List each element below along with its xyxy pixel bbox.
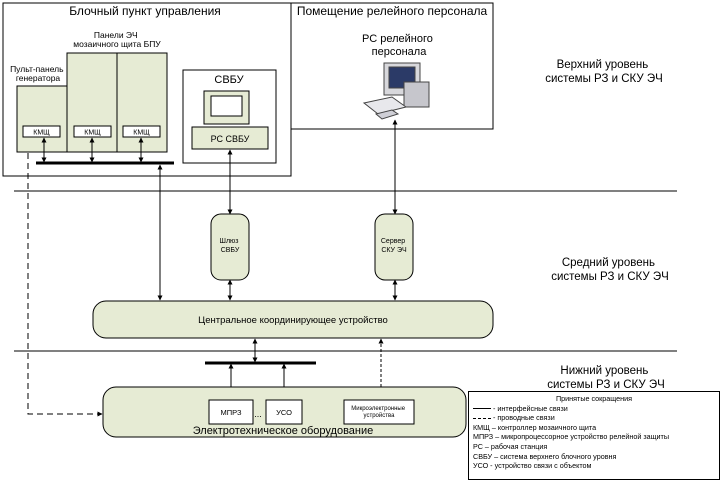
- rs-relay-label: РС релейного персонала: [362, 33, 436, 58]
- central-coordinator-label: Центральное координирующее устройство: [198, 315, 388, 326]
- middle-level-label-line1: Средний уровень: [562, 257, 655, 269]
- rs-relay-label-line2: персонала: [372, 46, 428, 58]
- rs-svbu-box: [191, 126, 269, 150]
- dashed-line-sample: [473, 417, 491, 419]
- svbu-monitor-icon: [203, 90, 250, 125]
- kmsh-box-2: [73, 125, 112, 138]
- kmsh-box-1: [22, 125, 61, 138]
- kmsh-label-2: КМЩ: [84, 130, 101, 137]
- generator-panel: [16, 85, 68, 153]
- generator-panel-label: Пульт-панель генератора: [10, 64, 66, 83]
- mprz-box: [208, 399, 254, 425]
- micro-devices-box: [343, 399, 415, 425]
- block-point-title: Блочный пункт управления: [69, 4, 221, 18]
- legend-interface-row: - интерфейсные связи: [473, 404, 715, 414]
- svbu-label: СВБУ: [214, 74, 244, 86]
- lower-level-label-line1: Нижний уровень: [560, 365, 648, 377]
- ech-panels-label-line2: мозаичного щита БПУ: [73, 39, 161, 49]
- ellipsis-label: ...: [254, 409, 262, 419]
- legend-wired-text: - проводные связи: [493, 413, 555, 423]
- micro-devices-label-line2: устройства: [364, 412, 396, 419]
- gateway-svbu-box: [210, 213, 250, 281]
- upper-level-label-line1: Верхний уровень: [557, 59, 649, 71]
- micro-devices-label-line1: Микроэлектронные: [351, 406, 405, 412]
- generator-panel-label-line2: генератора: [16, 73, 61, 83]
- legend-item-kmsh: КМЩ – контроллер мозаичного щита: [473, 422, 597, 432]
- legend-interface-text: - интерфейсные связи: [493, 403, 568, 413]
- uso-box: [265, 399, 303, 425]
- middle-level-label: Средний уровень системы РЗ и СКУ ЭЧ: [551, 257, 669, 283]
- gateway-svbu-label-line1: Шлюз: [220, 238, 239, 245]
- legend-title: Принятые сокращения: [555, 394, 632, 403]
- upper-level-label-line2: системы РЗ и СКУ ЭЧ: [545, 73, 663, 85]
- kmsh-label-3: КМЩ: [133, 130, 150, 137]
- micro-devices-label: Микроэлектронные устройства: [351, 406, 406, 419]
- legend-item-mprz: МПРЗ – микропроцессорное устройство реле…: [473, 432, 670, 442]
- server-sku-label: Сервер СКУ ЭЧ: [381, 238, 407, 254]
- legend-wired-row: - проводные связи: [473, 413, 715, 423]
- relay-room-title: Помещение релейного персонала: [297, 4, 488, 18]
- workstation-computer-icon: [362, 62, 430, 120]
- uso-label: УСО: [276, 408, 292, 417]
- server-sku-label-line1: Сервер: [381, 238, 405, 245]
- lower-level-label: Нижний уровень системы РЗ и СКУ ЭЧ: [547, 365, 665, 391]
- electro-equipment-label: Электротехническое оборудование: [193, 425, 374, 437]
- ech-panels-label-line1: Панели ЭЧ: [94, 30, 138, 40]
- upper-level-label: Верхний уровень системы РЗ и СКУ ЭЧ: [545, 59, 663, 85]
- middle-level-label-line2: системы РЗ и СКУ ЭЧ: [551, 271, 669, 283]
- generator-panel-label-line1: Пульт-панель: [10, 64, 64, 74]
- generator-to-equipment-wired-link: [27, 153, 103, 417]
- central-coordinator-box: [92, 300, 494, 339]
- legend-item-rs: РС – рабочая станция: [473, 441, 548, 451]
- mprz-label: МПРЗ: [220, 408, 241, 417]
- kmsh-label-1: КМЩ: [33, 130, 50, 137]
- lower-level-label-line2: системы РЗ и СКУ ЭЧ: [547, 379, 665, 391]
- solid-line-sample: [473, 408, 491, 410]
- legend-item-uso: УСО - устройство связи с объектом: [473, 461, 592, 471]
- legend-item-svbu: СВБУ – система верхнего блочного уровня: [473, 451, 617, 461]
- ech-panels-label: Панели ЭЧ мозаичного щита БПУ: [73, 30, 161, 49]
- gateway-svbu-label: Шлюз СВБУ: [220, 238, 241, 254]
- server-sku-label-line2: СКУ ЭЧ: [381, 247, 407, 254]
- kmsh-box-3: [122, 125, 161, 138]
- rs-svbu-label: РС СВБУ: [211, 134, 250, 144]
- server-sku-box: [374, 213, 414, 281]
- rs-relay-label-line1: РС релейного: [362, 33, 433, 45]
- abbreviations-legend: Принятые сокращения - интерфейсные связи…: [468, 391, 720, 480]
- gateway-svbu-label-line2: СВБУ: [221, 247, 240, 254]
